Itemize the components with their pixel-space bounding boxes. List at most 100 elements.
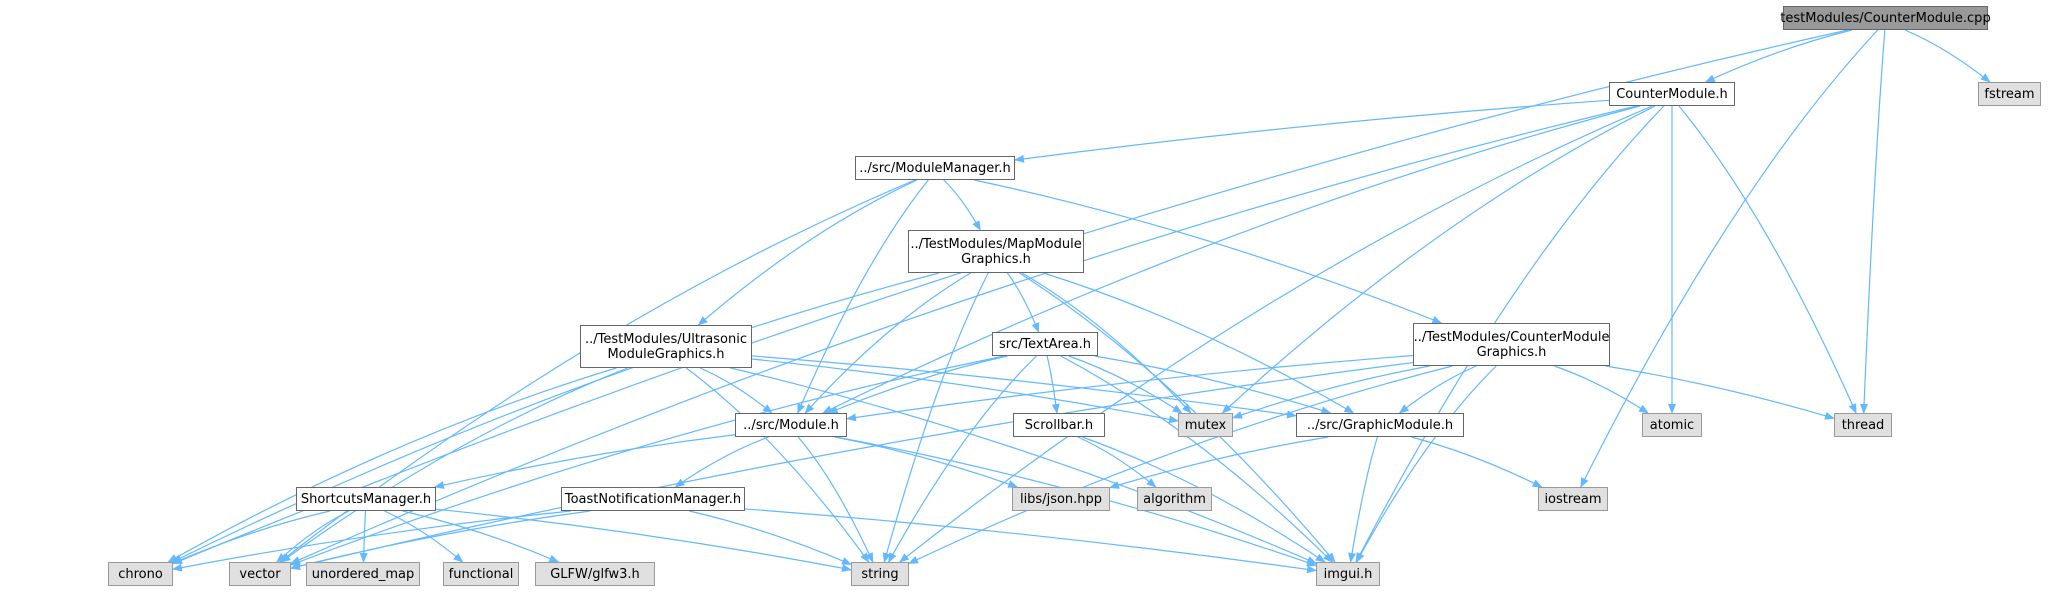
edge-shortcuts-to-vector xyxy=(276,510,350,563)
edge-textarea-to-scrollbar xyxy=(1046,355,1060,414)
node-shortcuts-manager-h[interactable]: ShortcutsManager.h xyxy=(296,487,436,511)
edge-graphic_module-to-iostream xyxy=(1411,436,1543,488)
edge-root-to-chrono xyxy=(172,29,1848,565)
edge-root-to-thread xyxy=(1860,29,1886,414)
node-module-manager-h[interactable]: ../src/ModuleManager.h xyxy=(855,156,1015,180)
edge-counter_graphics-to-module_h xyxy=(846,354,1414,422)
edge-ultra-to-chrono xyxy=(167,367,617,563)
edge-module_h-to-string xyxy=(797,436,874,563)
edge-counter_graphics-to-mutex xyxy=(1232,365,1430,419)
node-map-module-graphics-h[interactable]: ../TestModules/MapModule Graphics.h xyxy=(908,230,1084,273)
node-label: unordered_map xyxy=(311,566,415,582)
edge-textarea-to-imgui xyxy=(1060,355,1333,563)
node-imgui-h: imgui.h xyxy=(1316,562,1380,586)
node-label: vector xyxy=(239,566,281,582)
edge-module_manager-to-ultra xyxy=(697,179,918,326)
node-label: ShortcutsManager.h xyxy=(300,491,432,507)
node-label: functional xyxy=(448,566,514,582)
edge-counter_h-to-mutex xyxy=(1221,105,1656,414)
node-ultrasonic-module-graphics-h[interactable]: ../TestModules/Ultrasonic ModuleGraphics… xyxy=(580,325,752,368)
node-toast-notification-manager-h[interactable]: ToastNotificationManager.h xyxy=(561,487,745,511)
node-label: CounterModule.h xyxy=(1616,86,1728,102)
node-label: src/TextArea.h xyxy=(999,336,1091,352)
node-label-line2: Graphics.h xyxy=(961,251,1031,267)
node-json-hpp: libs/json.hpp xyxy=(1012,487,1110,511)
edge-map_module-to-string xyxy=(882,272,989,563)
edge-ultra-to-module_h xyxy=(699,367,773,414)
edge-map_module-to-mutex xyxy=(1021,272,1192,414)
node-label: libs/json.hpp xyxy=(1019,491,1103,507)
edge-counter_graphics-to-thread xyxy=(1605,365,1835,420)
edge-module_h-to-json xyxy=(834,436,1019,488)
edge-counter_h-to-string xyxy=(899,105,1653,563)
edge-ultra-to-imgui xyxy=(730,367,1317,564)
node-label-line1: ../TestModules/CounterModule xyxy=(1413,329,1610,345)
edge-root-to-iostream xyxy=(1580,29,1879,488)
node-label: string xyxy=(861,566,899,582)
edge-textarea-to-string xyxy=(888,355,1037,563)
edge-module_manager-to-map_module xyxy=(943,179,981,231)
node-label: Scrollbar.h xyxy=(1024,417,1094,433)
node-label: imgui.h xyxy=(1323,566,1373,582)
edge-map_module-to-chrono xyxy=(171,272,940,563)
node-label-line2: ModuleGraphics.h xyxy=(607,346,725,362)
edge-module_h-to-shortcuts xyxy=(433,434,736,489)
node-label: algorithm xyxy=(1143,491,1206,507)
edge-toast-to-string xyxy=(689,510,852,565)
node-string: string xyxy=(851,562,909,586)
edge-counter_h-to-vector xyxy=(290,105,1637,565)
edge-counter_graphics-to-imgui xyxy=(1356,365,1497,563)
node-label: fstream xyxy=(1984,86,2035,102)
edge-module_manager-to-counter_graphics xyxy=(974,179,1443,324)
node-label-line1: ../TestModules/Ultrasonic xyxy=(585,331,747,347)
node-label: ../src/ModuleManager.h xyxy=(859,160,1011,176)
node-scrollbar-h[interactable]: Scrollbar.h xyxy=(1013,413,1105,437)
node-vector: vector xyxy=(229,562,291,586)
node-label: atomic xyxy=(1649,417,1695,433)
edge-map_module-to-textarea xyxy=(1006,272,1040,333)
edge-toast-to-vector xyxy=(290,510,591,570)
edge-toast-to-chrono xyxy=(172,510,572,572)
node-label: ../src/GraphicModule.h xyxy=(1306,417,1454,433)
edge-shortcuts-to-functional xyxy=(384,510,464,563)
node-functional: functional xyxy=(443,562,519,586)
edge-counter_h-to-module_manager xyxy=(1014,99,1610,163)
edge-shortcuts-to-glfw xyxy=(402,510,560,563)
node-counter-module-h[interactable]: CounterModule.h xyxy=(1609,82,1735,106)
node-mutex: mutex xyxy=(1178,413,1233,437)
edge-root-to-fstream xyxy=(1904,29,1991,83)
edge-ultra-to-graphic_module xyxy=(751,355,1297,419)
node-label: iostream xyxy=(1544,491,1602,507)
edge-textarea-to-mutex xyxy=(1068,355,1183,414)
edge-counter_graphics-to-vector xyxy=(290,361,1414,571)
edge-counter_h-to-module_h xyxy=(822,105,1641,414)
node-text-area-h[interactable]: src/TextArea.h xyxy=(992,332,1098,356)
node-chrono: chrono xyxy=(108,562,173,586)
node-root-counter-module-cpp: testModules/CounterModule.cpp xyxy=(1780,6,1991,30)
edge-counter_graphics-to-string xyxy=(908,365,1453,565)
node-label: ../src/Module.h xyxy=(743,417,839,433)
node-unordered-map: unordered_map xyxy=(306,562,420,586)
node-graphic-module-h[interactable]: ../src/GraphicModule.h xyxy=(1296,413,1464,437)
edge-module_manager-to-module_h xyxy=(797,179,929,414)
edge-textarea-to-vector xyxy=(290,355,1005,566)
node-label-line1: ../TestModules/MapModule xyxy=(910,236,1082,252)
edge-ultra-to-mutex xyxy=(751,358,1179,424)
node-fstream: fstream xyxy=(1978,82,2041,106)
edge-graphic_module-to-imgui xyxy=(1348,436,1378,563)
node-atomic: atomic xyxy=(1642,413,1702,437)
node-glfw3-h: GLFW/glfw3.h xyxy=(535,562,655,586)
edge-ultra-to-vector xyxy=(280,367,628,563)
node-label: testModules/CounterModule.cpp xyxy=(1780,10,1991,26)
node-iostream: iostream xyxy=(1538,487,1608,511)
edge-root-to-counter_h xyxy=(1704,29,1852,83)
edge-textarea-to-graphic_module xyxy=(1094,355,1332,415)
node-counter-module-graphics-h[interactable]: ../TestModules/CounterModule Graphics.h xyxy=(1413,323,1610,366)
node-algorithm: algorithm xyxy=(1137,487,1212,511)
node-label: chrono xyxy=(118,566,163,582)
edge-map_module-to-graphic_module xyxy=(1043,272,1355,414)
edge-scrollbar-to-algorithm xyxy=(1077,436,1157,488)
node-module-h[interactable]: ../src/Module.h xyxy=(735,413,847,437)
edge-textarea-to-module_h xyxy=(827,355,1008,414)
